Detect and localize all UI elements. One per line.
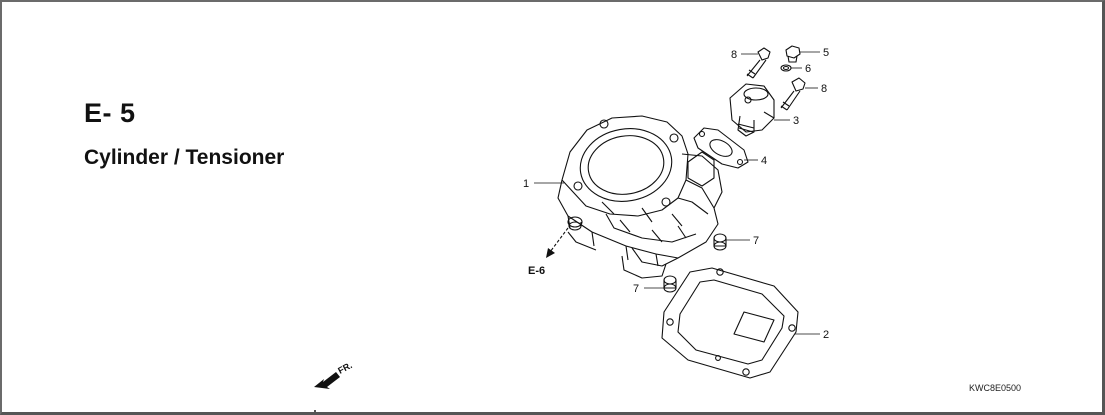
front-direction-arrow-icon: FR. xyxy=(314,360,354,389)
callout-2: 2 xyxy=(823,329,829,341)
callout-5: 5 xyxy=(823,47,829,59)
section-title: Cylinder / Tensioner xyxy=(84,146,285,169)
cam-chain-tensioner xyxy=(729,83,775,137)
reference-arrow-head-icon xyxy=(546,248,555,258)
dowel-pin-upper xyxy=(713,233,727,251)
section-code: E- 5 xyxy=(84,98,136,128)
flange-bolt-upper xyxy=(746,47,771,79)
flange-bolt-lower xyxy=(780,77,806,111)
sealing-bolt xyxy=(785,45,801,63)
o-ring xyxy=(780,64,792,72)
callout-6: 6 xyxy=(805,63,811,75)
callout-1: 1 xyxy=(523,178,529,190)
reference-arrow xyxy=(549,227,569,253)
front-direction-label: FR. xyxy=(336,360,353,376)
illustration-code: KWC8E0500 xyxy=(969,383,1022,393)
dowel-pin-lower xyxy=(663,275,677,293)
cylinder-base-gasket xyxy=(661,267,799,379)
callout-7-lower: 7 xyxy=(633,283,639,295)
callout-7-upper: 7 xyxy=(753,235,759,247)
page-tick-mark xyxy=(314,410,316,414)
exploded-parts-diagram: 1 2 3 4 5 6 7 7 8 8 E-6 xyxy=(523,45,829,379)
cylinder-body xyxy=(557,115,723,279)
callout-3: 3 xyxy=(793,115,799,127)
reference-label: E-6 xyxy=(528,265,545,277)
callout-8-lower: 8 xyxy=(821,83,827,95)
tensioner-gasket xyxy=(693,127,749,169)
callout-8-upper: 8 xyxy=(731,49,737,61)
callout-4: 4 xyxy=(761,155,767,167)
